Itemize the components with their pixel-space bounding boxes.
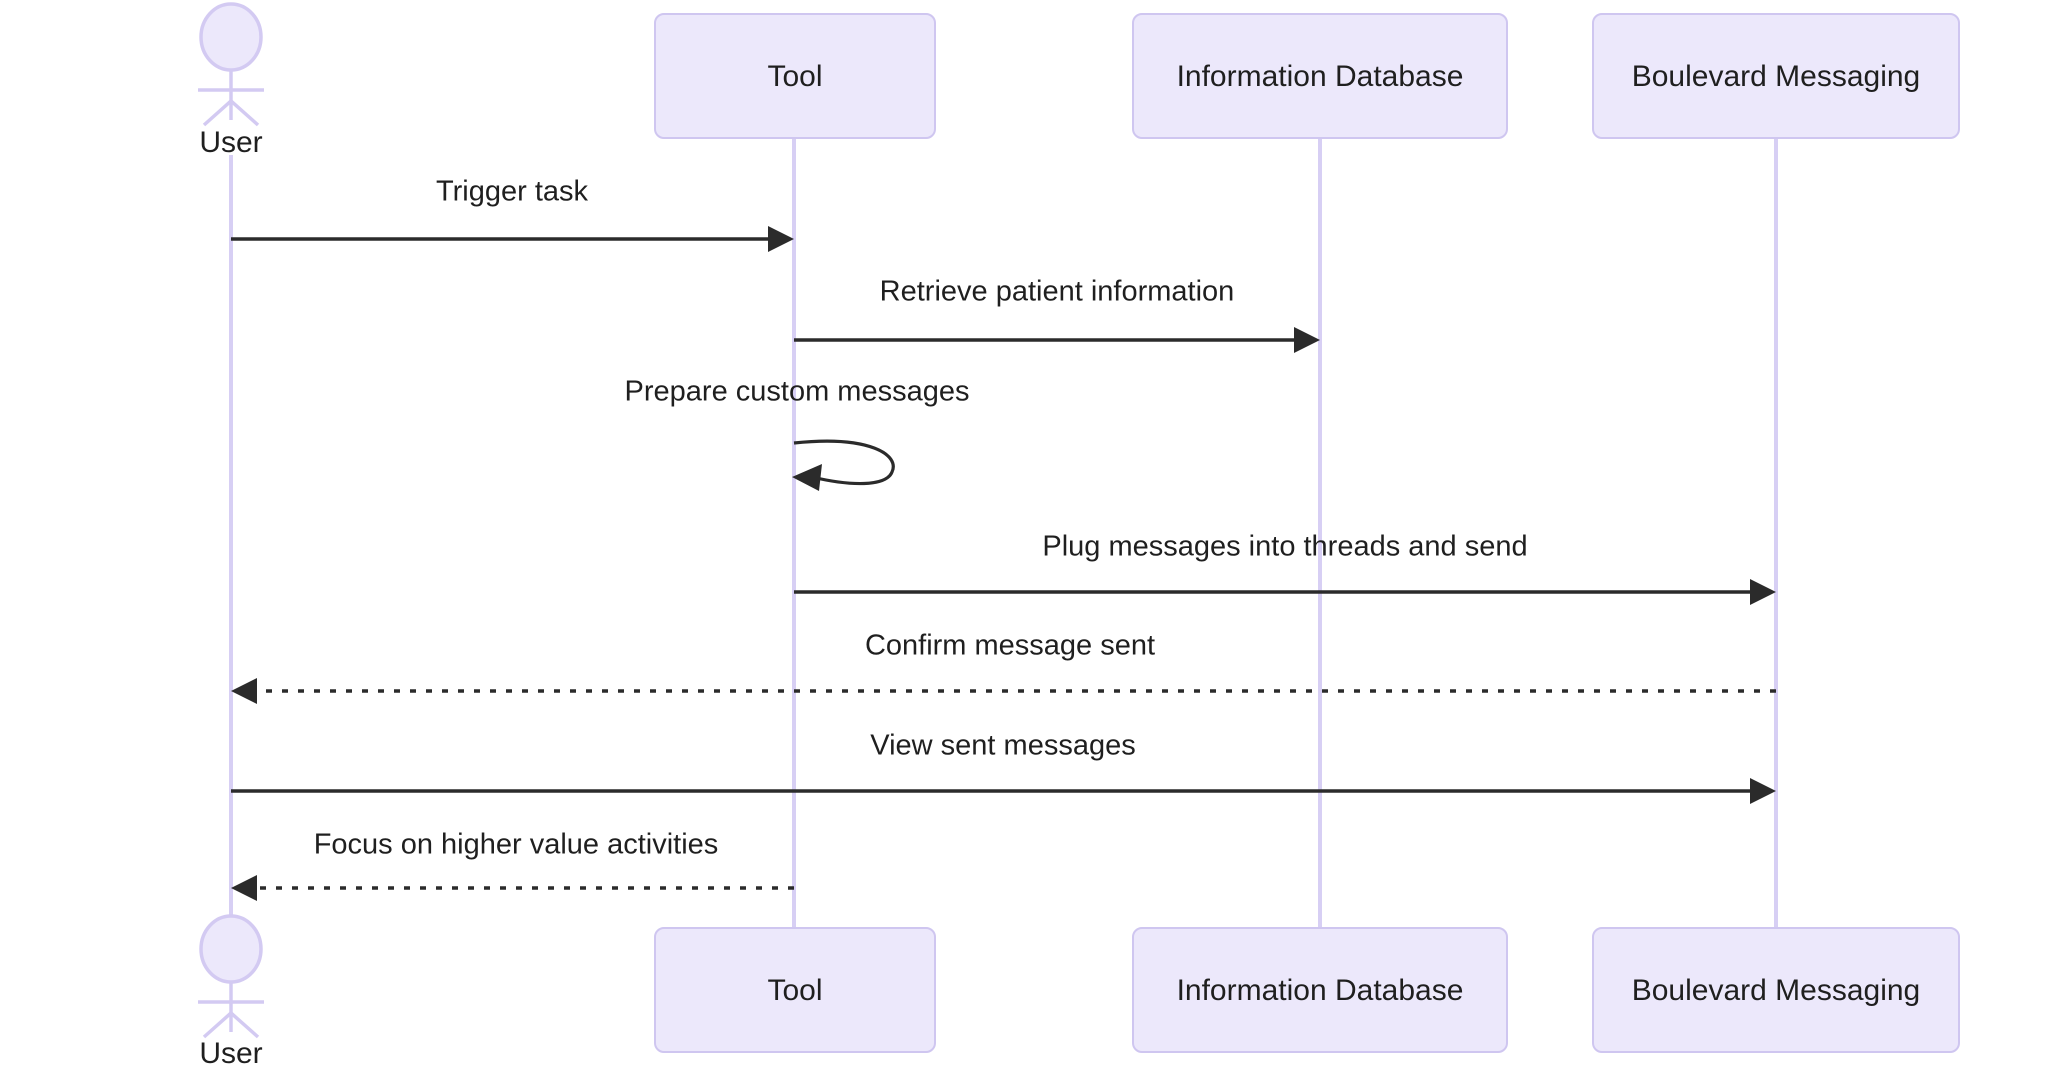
participants-top: User Tool Information Database Boulevard…: [198, 2, 1960, 159]
message-focus-on-higher-value-activities-label: Focus on higher value activities: [314, 829, 719, 861]
actor-user-top[interactable]: User: [198, 2, 264, 159]
stick-figure-actor-icon-head-top: [199, 2, 263, 72]
actor-user-bottom[interactable]: User: [198, 914, 264, 1069]
message-prepare-custom-messages[interactable]: Prepare custom messages: [625, 376, 970, 491]
lifelines-layer: [229, 138, 1778, 928]
message-retrieve-patient-information-arrowhead: [1294, 327, 1320, 353]
participant-information-database-top-box: [1132, 13, 1508, 139]
participant-information-database-bottom-label: Information Database: [1177, 974, 1464, 1007]
message-prepare-custom-messages-loop: [793, 439, 895, 486]
participant-boulevard-messaging-top[interactable]: Boulevard Messaging: [1592, 13, 1960, 139]
participant-tool-bottom-box: [654, 927, 936, 1053]
participant-tool-bottom[interactable]: Tool: [654, 927, 936, 1053]
actor-user-top-label: User: [199, 126, 262, 159]
message-focus-on-higher-value-activities[interactable]: Focus on higher value activities: [231, 829, 794, 901]
actor-user-bottom-label: User: [199, 1037, 262, 1069]
participant-boulevard-messaging-bottom[interactable]: Boulevard Messaging: [1592, 927, 1960, 1053]
messages-layer: Trigger task Retrieve patient informatio…: [231, 176, 1776, 901]
participant-information-database-top-label: Information Database: [1177, 60, 1464, 93]
message-plug-messages-into-threads-and-send-arrowhead: [1750, 579, 1776, 605]
stick-figure-actor-icon-head-bottom: [199, 914, 263, 984]
message-plug-messages-into-threads-and-send[interactable]: Plug messages into threads and send: [794, 531, 1776, 605]
participant-information-database-bottom[interactable]: Information Database: [1132, 927, 1508, 1053]
message-view-sent-messages[interactable]: View sent messages: [231, 730, 1776, 804]
participant-tool-top[interactable]: Tool: [654, 13, 936, 139]
message-confirm-message-sent[interactable]: Confirm message sent: [231, 630, 1776, 704]
participant-boulevard-messaging-top-box: [1592, 13, 1960, 139]
stick-figure-actor-icon-legs-top: [202, 98, 260, 127]
message-prepare-custom-messages-label: Prepare custom messages: [625, 376, 970, 408]
message-confirm-message-sent-arrowhead: [231, 678, 257, 704]
participants-bottom: User Tool Information Database Boulevard…: [198, 914, 1960, 1069]
message-plug-messages-into-threads-and-send-label: Plug messages into threads and send: [1042, 531, 1527, 563]
stick-figure-actor-icon-legs-bottom: [202, 1010, 260, 1039]
message-confirm-message-sent-label: Confirm message sent: [865, 630, 1155, 662]
message-view-sent-messages-label: View sent messages: [870, 730, 1135, 762]
participant-tool-bottom-label: Tool: [767, 974, 822, 1007]
message-retrieve-patient-information-label: Retrieve patient information: [880, 276, 1235, 308]
message-trigger-task-arrowhead: [768, 226, 794, 252]
participant-information-database-bottom-box: [1132, 927, 1508, 1053]
participant-tool-top-box: [654, 13, 936, 139]
message-retrieve-patient-information[interactable]: Retrieve patient information: [794, 276, 1320, 353]
participant-information-database-top[interactable]: Information Database: [1132, 13, 1508, 139]
participant-boulevard-messaging-top-label: Boulevard Messaging: [1632, 60, 1921, 93]
message-trigger-task-label: Trigger task: [436, 176, 589, 208]
message-prepare-custom-messages-arrowhead: [792, 464, 822, 491]
participant-tool-top-label: Tool: [767, 60, 822, 93]
message-focus-on-higher-value-activities-arrowhead: [231, 875, 257, 901]
participant-boulevard-messaging-bottom-box: [1592, 927, 1960, 1053]
message-view-sent-messages-arrowhead: [1750, 778, 1776, 804]
participant-boulevard-messaging-bottom-label: Boulevard Messaging: [1632, 974, 1921, 1007]
message-trigger-task[interactable]: Trigger task: [231, 176, 794, 252]
